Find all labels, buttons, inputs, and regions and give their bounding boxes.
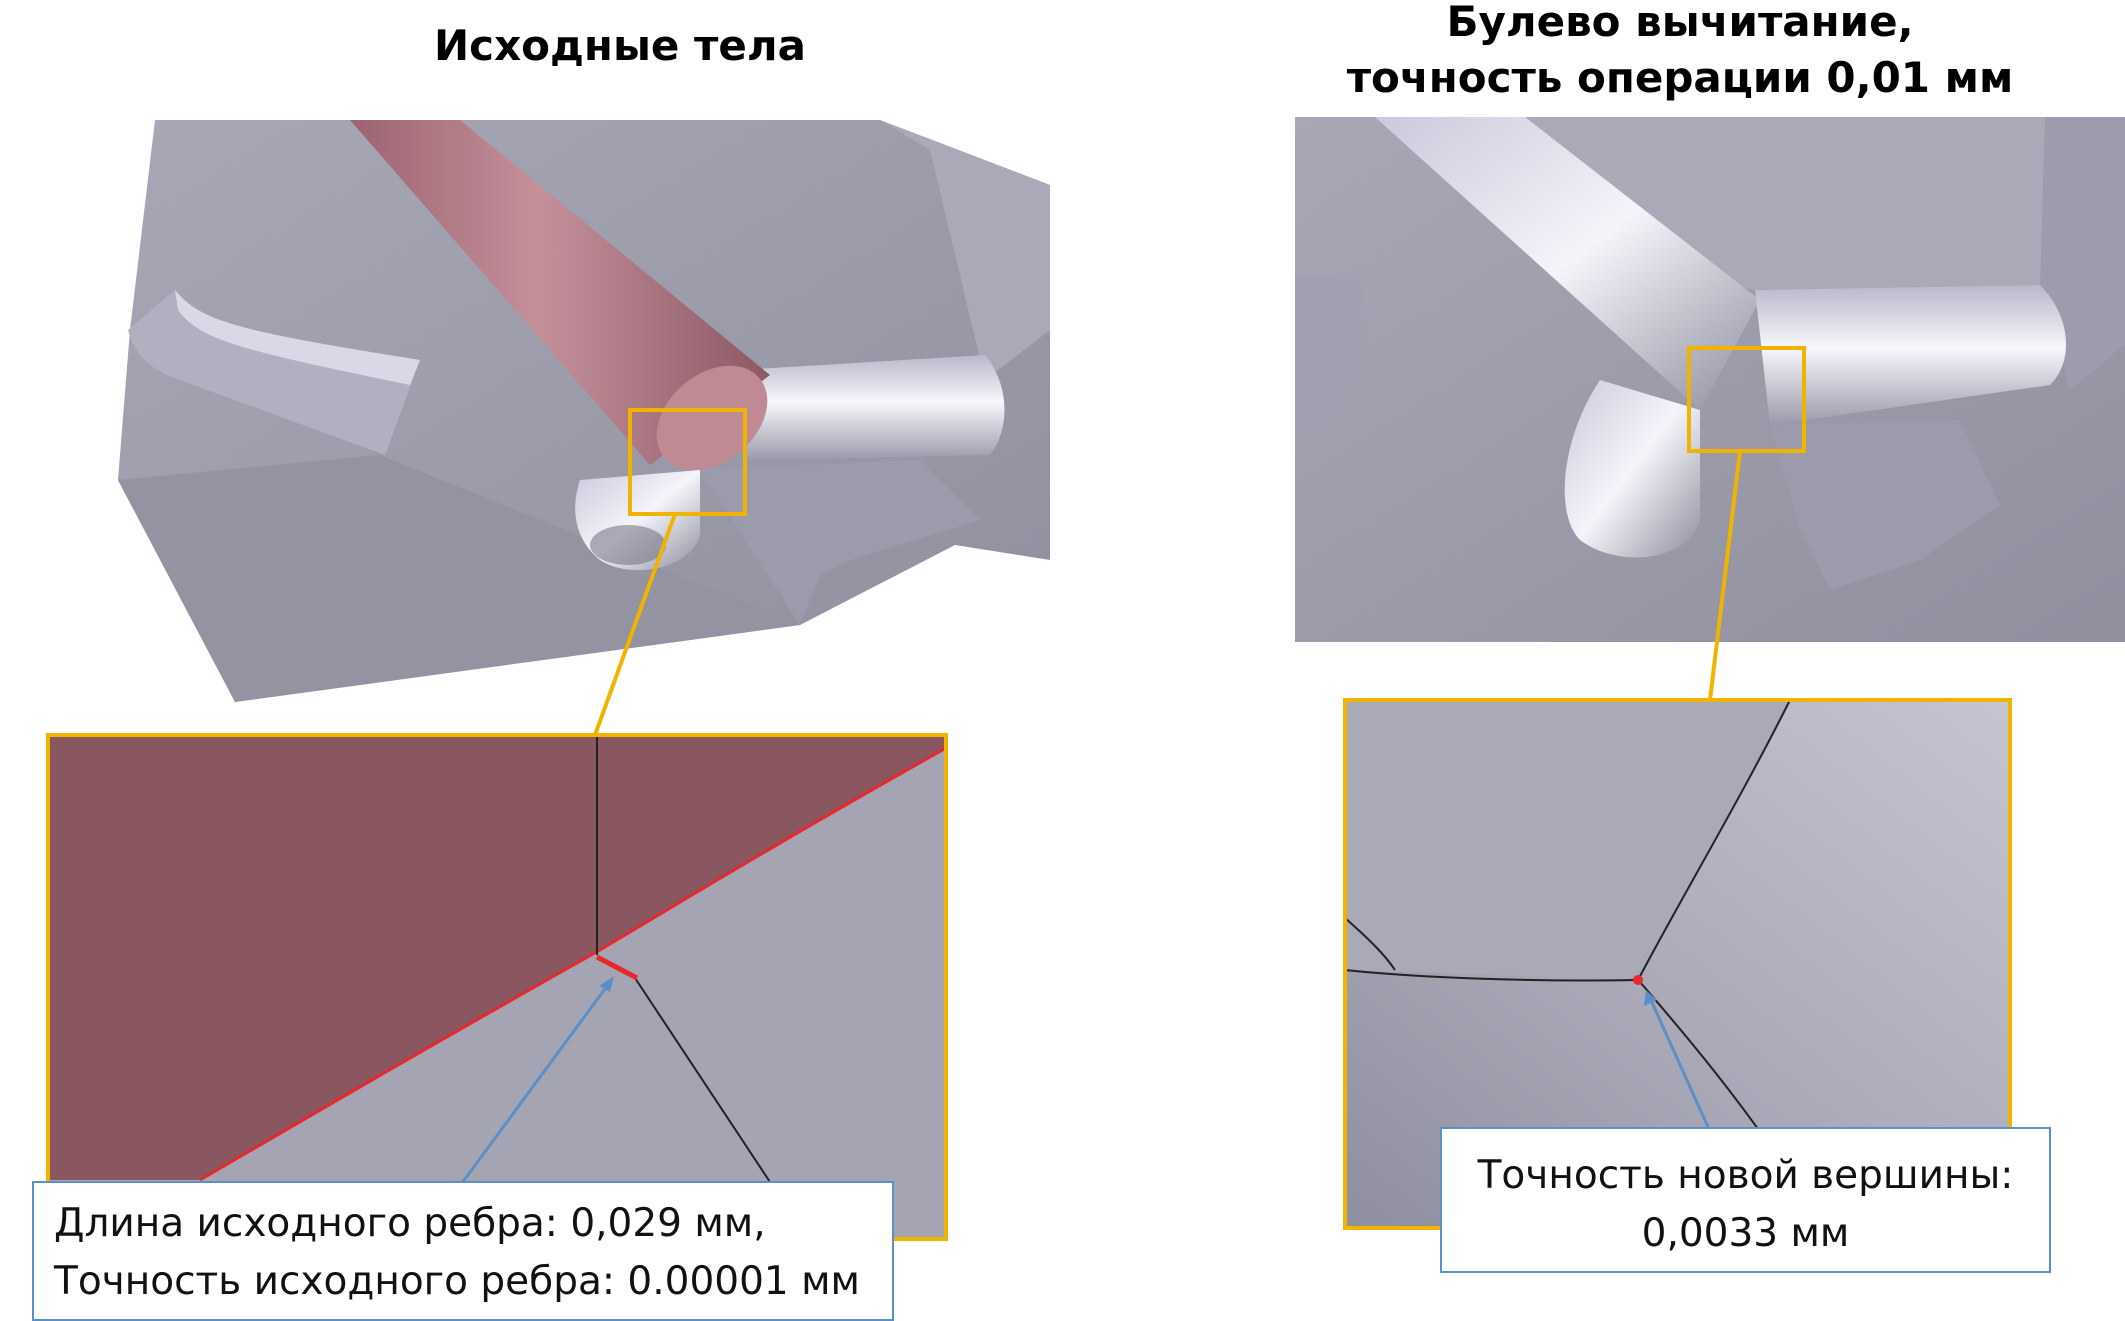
right-leader-arrowhead [1644, 990, 1657, 1006]
left-tool-cylinder-end [656, 365, 768, 471]
right-3d-model [1295, 117, 2125, 701]
left-highlight-box [628, 408, 747, 516]
left-horizontal-cylinder [740, 355, 1005, 460]
left-zoom-tool-face [48, 735, 946, 1180]
right-leader-arrow [1648, 997, 1710, 1128]
right-lower-step [1770, 420, 2000, 590]
left-connector-line [593, 513, 677, 736]
left-callout-line-2: Точность исходного ребра: 0.00001 мм [54, 1259, 860, 1304]
left-tool-cylinder [350, 120, 770, 465]
right-callout: Точность новой вершины: 0,0033 мм [1440, 1127, 2051, 1273]
right-zoom-new-vertex [1633, 975, 1643, 985]
right-title-line-1: Булево вычитание, [1446, 0, 1914, 46]
left-lower-step [700, 460, 980, 625]
right-zoom-edge-corner [1344, 917, 1396, 971]
right-highlight-box [1687, 346, 1806, 453]
right-zoom-edge-left [1344, 969, 1639, 982]
right-diagonal-groove [1375, 117, 1760, 410]
left-zoom-intersection-edge [199, 746, 947, 1182]
left-3d-model [118, 120, 1050, 736]
left-zoom-short-red-edge [595, 954, 639, 981]
left-leader-arrowhead [599, 976, 614, 992]
left-callout: Длина исходного ребра: 0,029 мм, Точност… [32, 1181, 894, 1321]
right-left-notch [1295, 275, 1364, 430]
right-connector-line [1708, 450, 1742, 701]
right-zoom-edge-top [1637, 699, 1791, 981]
right-horizontal-cylinder [1755, 285, 2067, 425]
left-leader-arrow [460, 981, 612, 1184]
left-zoom-panel [46, 733, 948, 1241]
left-panel-title: Исходные тела [434, 21, 806, 70]
right-title-line-2: точность операции 0,01 мм [1346, 53, 2014, 102]
left-callout-line-1: Длина исходного ребра: 0,029 мм, [54, 1201, 766, 1246]
right-callout-line-2: 0,0033 мм [1641, 1211, 1850, 1256]
left-notch-groove [128, 290, 420, 455]
right-zoom-upper-left-face [1345, 700, 1790, 980]
left-zoom-diagonal-edge [634, 977, 773, 1186]
right-vertical-hole [1564, 380, 1700, 558]
right-panel-title: Булево вычитание, точность операции 0,01… [1260, 0, 2100, 106]
right-callout-line-1: Точность новой вершины: [1477, 1153, 2014, 1198]
left-hole-shadow [590, 525, 666, 565]
left-groove-shade [175, 290, 420, 385]
left-body-right-bevel [880, 120, 1050, 380]
